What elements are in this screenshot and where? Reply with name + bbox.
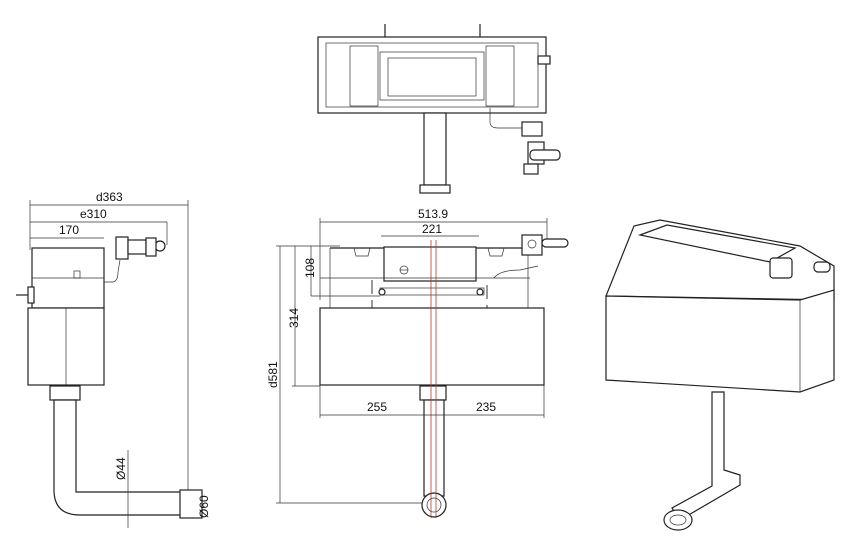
side-view-pipe (53, 399, 187, 516)
front-view-tank (319, 307, 545, 386)
dim-overall-width: 513.9 (418, 207, 448, 221)
front-view-pipe (423, 399, 445, 497)
dim-overall-depth: d363 (96, 190, 123, 204)
dim-lid-width: 221 (422, 222, 442, 236)
dim-right-offset: 235 (476, 400, 496, 414)
dim-tank-height: 314 (287, 308, 301, 328)
isometric-pipe (671, 391, 741, 521)
front-view-lid (383, 246, 477, 282)
isometric-view (605, 219, 835, 531)
top-view (317, 24, 561, 194)
dim-top-height: 108 (303, 258, 317, 278)
dim-tank-depth: 170 (59, 223, 79, 237)
dim-pipe-diameter: Ø44 (114, 457, 128, 480)
dim-left-offset: 255 (367, 400, 387, 414)
side-view-outlet (179, 489, 203, 519)
top-view-frame (317, 36, 547, 114)
front-view: 513.9 221 d581 314 108 (266, 207, 569, 518)
front-view-outlet (421, 492, 447, 518)
dim-valve-depth: e310 (80, 207, 107, 221)
dim-overall-height: d581 (266, 361, 280, 388)
top-view-pipe (423, 112, 447, 186)
side-view: d363 e310 170 Ø44 Ø60 (16, 190, 211, 528)
dim-outlet-diameter: Ø60 (197, 495, 211, 518)
